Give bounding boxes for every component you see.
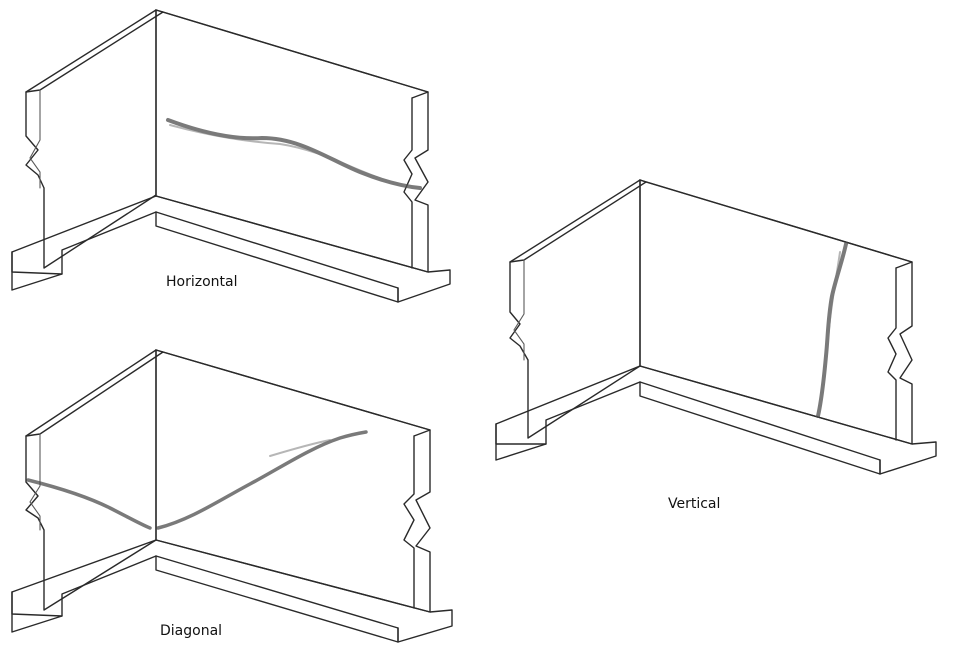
wall-sketch-vertical	[495, 179, 937, 475]
wall-sketch-horizontal	[11, 9, 451, 303]
label-vertical: Vertical	[668, 496, 721, 512]
wall-sketch-diagonal	[11, 349, 453, 643]
label-horizontal: Horizontal	[166, 274, 238, 290]
label-diagonal: Diagonal	[160, 623, 223, 639]
